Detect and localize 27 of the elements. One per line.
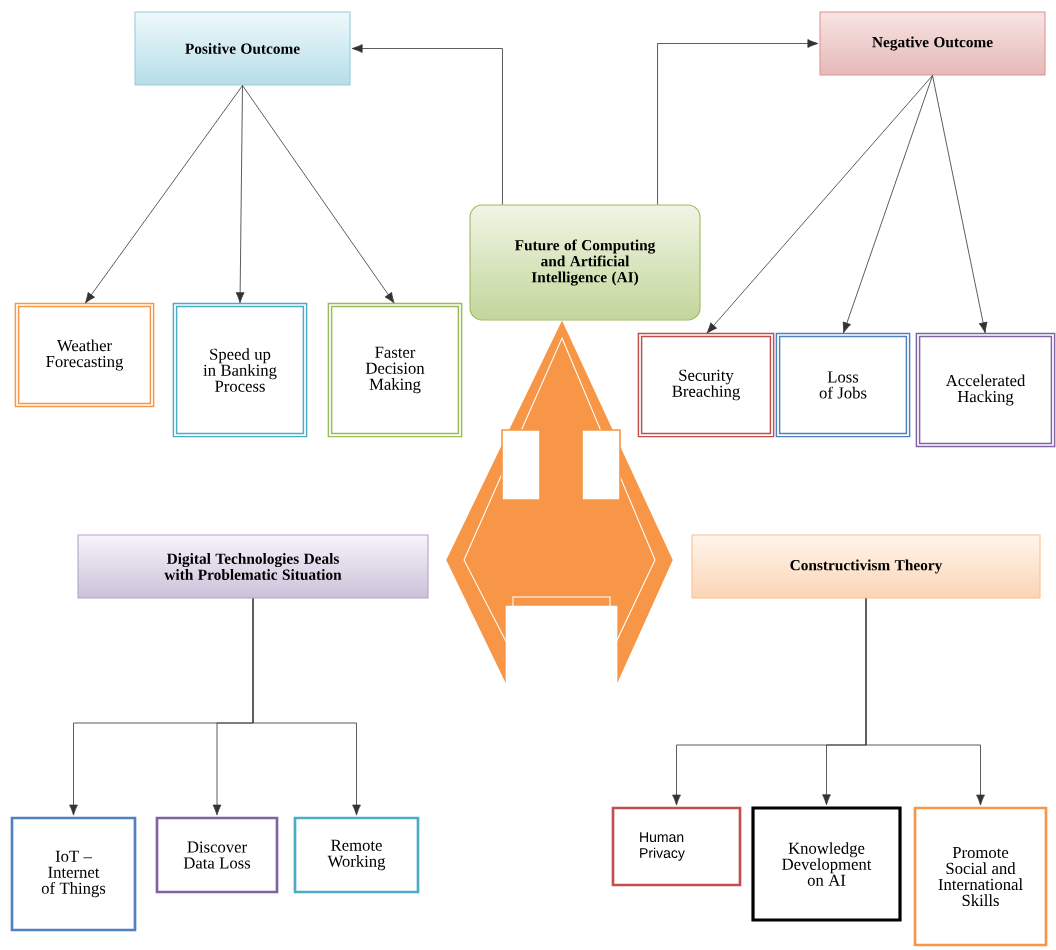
item-box: Weather Forecasting	[14, 302, 155, 408]
topic-box: Constructivism Theory	[691, 534, 1041, 599]
item-box: Discover Data Loss	[155, 816, 279, 894]
topic-box: Negative Outcome	[819, 11, 1046, 76]
arrow	[351, 44, 503, 205]
arrow	[865, 598, 985, 806]
arrow	[932, 75, 988, 334]
topic-box: Digital Technologies Deals with Problematic Situation	[77, 534, 429, 599]
arrow	[252, 598, 361, 816]
topic-box: Positive Outcome	[134, 11, 351, 86]
item-box: Faster Decision Making	[327, 302, 463, 438]
arrow	[842, 75, 933, 334]
item-box: Speed up in Banking Process	[172, 302, 308, 438]
arrow	[85, 85, 243, 304]
arrow	[657, 39, 819, 205]
item-box: Remote Working	[293, 816, 420, 894]
arrow	[242, 85, 395, 304]
item-box: Security Breaching	[637, 332, 775, 438]
item-box: Knowledge Development on AI	[751, 806, 902, 922]
item-box: IoT – Internet of Things	[10, 816, 137, 932]
item-box: Accelerated Hacking	[915, 332, 1056, 448]
arrow	[706, 75, 933, 334]
item-box: Promote Social and International Skills	[913, 806, 1048, 947]
central-topic-box: Future of Computing and Artificial Intelligence (AI)	[469, 204, 701, 321]
arrow	[235, 85, 245, 304]
item-box: Human Privacy	[611, 806, 742, 887]
item-box: Loss of Jobs	[775, 332, 911, 438]
